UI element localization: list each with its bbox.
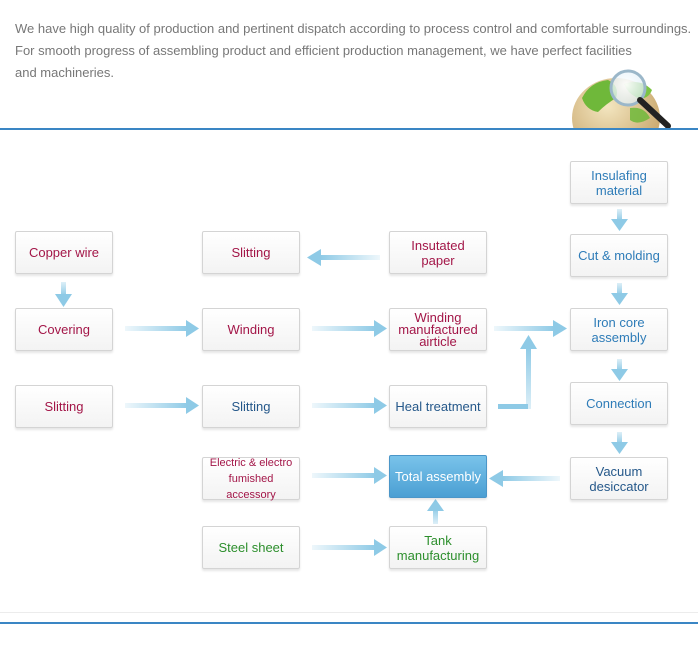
arrow-vacuum-to-total-assembly [489, 470, 560, 487]
footer-faint-line [0, 612, 698, 613]
node-covering: Covering [15, 308, 113, 351]
node-iron-core: Iron core assembly [570, 308, 668, 351]
arrow-slitting-left-to-slitting-middle [125, 397, 199, 414]
arrow-tank-to-total-assembly [427, 499, 444, 524]
node-copper-wire: Copper wire [15, 231, 113, 274]
node-vacuum-desiccator: Vacuum desiccator [570, 457, 668, 500]
arrow-winding-article-to-iron-core [494, 320, 567, 337]
node-electric-accessory: Electric & electro fumished accessory [202, 457, 300, 501]
node-slitting-left: Slitting [15, 385, 113, 428]
node-steel-sheet: Steel sheet [202, 526, 300, 569]
arrow-steel-sheet-to-tank [312, 539, 387, 556]
intro-line-3: and machineries. [15, 65, 114, 80]
intro-line-1: We have high quality of production and p… [15, 21, 692, 36]
node-cut-molding: Cut & molding [570, 234, 668, 277]
arrow-insulated-paper-to-slitting [307, 249, 380, 266]
arrow-connection-to-vacuum [611, 432, 628, 454]
arrow-heal-treatment-up [498, 335, 537, 409]
arrow-slitting-middle-to-heal-treatment [312, 397, 387, 414]
intro-line-2: For smooth progress of assembling produc… [15, 43, 632, 58]
node-winding-article: Winding manufactured airticle [389, 308, 487, 351]
arrow-winding-to-winding-article [312, 320, 387, 337]
top-divider [0, 128, 698, 130]
globe-magnifier-image [572, 69, 671, 130]
node-slitting-top: Slitting [202, 231, 300, 274]
node-insulating-material: Insulafing material [570, 161, 668, 204]
arrow-electric-to-total-assembly [312, 467, 387, 484]
arrow-copper-to-covering [55, 282, 72, 307]
node-total-assembly: Total assembly [389, 455, 487, 498]
node-winding: Winding [202, 308, 300, 351]
intro-text: We have high quality of production and p… [15, 18, 695, 84]
node-tank-manufacturing: Tank manufacturing [389, 526, 487, 569]
node-slitting-middle: Slitting [202, 385, 300, 428]
node-insulated-paper: Insutated paper [389, 231, 487, 274]
arrow-insulating-to-cut [611, 209, 628, 231]
arrow-covering-to-winding [125, 320, 199, 337]
arrow-iron-core-to-connection [611, 359, 628, 381]
arrow-cut-to-iron-core [611, 283, 628, 305]
node-connection: Connection [570, 382, 668, 425]
node-heal-treatment: Heal treatment [389, 385, 487, 428]
bottom-divider [0, 622, 698, 624]
